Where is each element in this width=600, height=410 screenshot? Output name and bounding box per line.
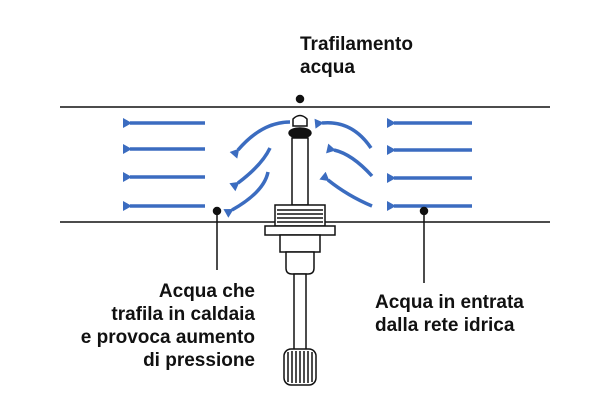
boiler-label-line: Acqua che — [158, 281, 255, 302]
filling-valve-icon — [264, 114, 336, 386]
valve-flange — [264, 225, 336, 236]
boiler-leak-label: Acqua che trafila in caldaia e provoca a… — [81, 280, 255, 372]
valve-lower-body — [285, 251, 315, 275]
valve-tip — [292, 114, 308, 127]
valve-shaft — [293, 273, 307, 351]
curved-arrow-icon — [326, 143, 374, 178]
valve-body — [279, 234, 321, 253]
curved-arrow-icon — [229, 120, 291, 159]
leader-lines — [212, 94, 429, 283]
valve-stem — [291, 137, 309, 206]
inlet-water-label: Acqua in entrata dalla rete idrica — [375, 291, 524, 337]
curved-flow-arrows — [223, 118, 374, 218]
inlet-label-line: dalla rete idrica — [375, 315, 515, 336]
boiler-label-line: di pressione — [143, 350, 255, 371]
leak-label: Trafilamento acqua — [300, 33, 413, 79]
curved-arrow-icon — [229, 147, 272, 192]
leak-label-line: acqua — [300, 57, 355, 78]
inflow-arrows — [387, 118, 472, 211]
curved-arrow-icon — [314, 118, 373, 149]
valve-threaded-nut — [274, 204, 326, 227]
outflow-arrows — [123, 118, 205, 211]
boiler-label-line: e provoca aumento — [80, 327, 255, 348]
curved-arrow-icon — [223, 171, 270, 218]
boiler-label-line: trafila in caldaia — [111, 304, 255, 325]
leak-marker-dot — [295, 94, 305, 104]
curved-arrow-icon — [319, 171, 373, 208]
valve-seal — [288, 127, 312, 139]
leak-label-line: Trafilamento — [300, 34, 413, 55]
inlet-label-line: Acqua in entrata — [375, 292, 524, 313]
